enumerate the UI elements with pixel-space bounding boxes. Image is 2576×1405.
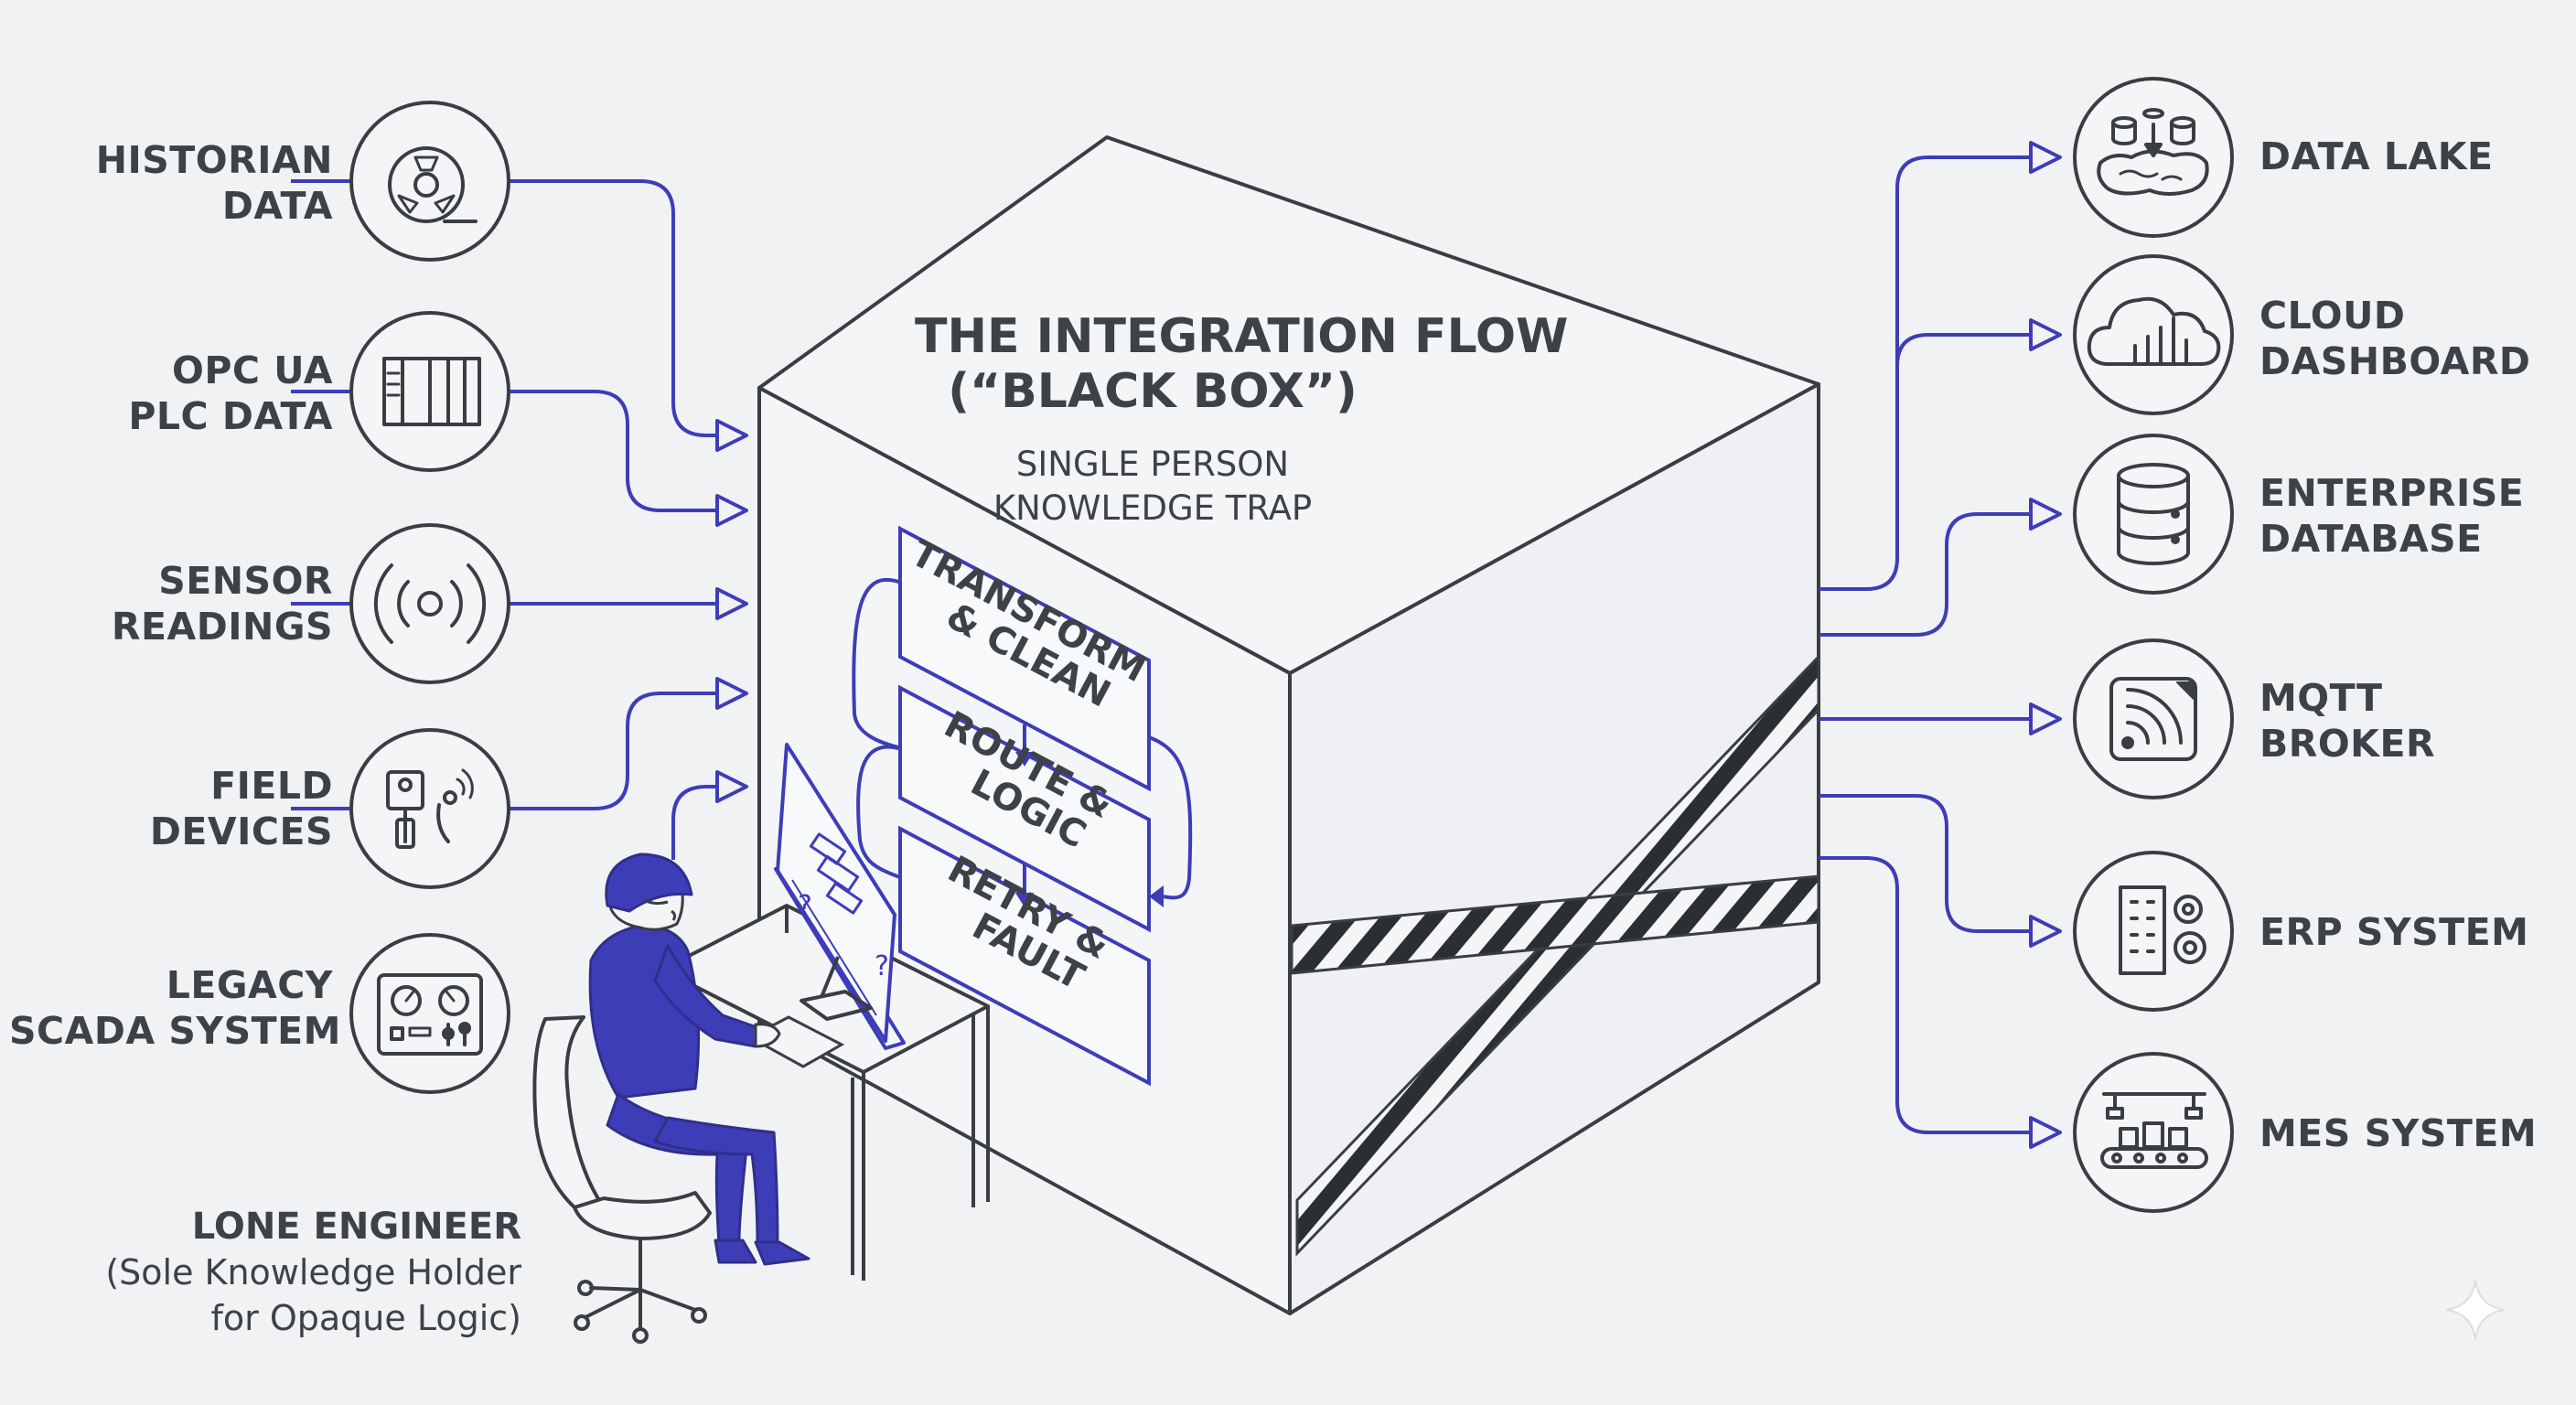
label-sensor-line2: READINGS <box>111 605 333 649</box>
label-mqtt: MQTT BROKER <box>2259 675 2552 767</box>
connector-field <box>291 692 717 810</box>
connector-mes <box>1819 856 2031 1134</box>
office-chair <box>532 1015 712 1344</box>
connector-opc <box>291 390 717 512</box>
label-scada-line1: LEGACY <box>166 963 333 1007</box>
arrowhead-mqtt <box>2029 702 2062 735</box>
broadcast-icon <box>2073 638 2234 799</box>
connector-engineer <box>671 785 717 860</box>
source-icons <box>349 101 510 1094</box>
sparkle-icon <box>2445 1280 2506 1340</box>
signal-waves-icon <box>349 523 510 684</box>
connector-enterprise <box>1819 512 2031 637</box>
box-title: THE INTEGRATION FLOW (“BLACK BOX”) <box>915 309 1569 419</box>
connector-historian <box>291 179 717 437</box>
arrowhead-datalake <box>2029 141 2062 174</box>
box-title-line1: THE INTEGRATION FLOW <box>915 309 1569 364</box>
plc-rack-icon <box>349 311 510 472</box>
label-datalake: DATA LAKE <box>2259 134 2552 179</box>
arrowhead-field <box>715 677 748 710</box>
label-historian: HISTORIAN DATA <box>37 137 333 229</box>
svg-text:?: ? <box>798 890 812 922</box>
input-arrowheads <box>715 419 748 803</box>
label-cloud: CLOUD DASHBOARD <box>2259 293 2552 384</box>
label-datalake-line1: DATA LAKE <box>2259 134 2494 178</box>
label-opc-line1: OPC UA <box>171 349 333 392</box>
arrowhead-historian <box>715 419 748 452</box>
loop-arrow-left-lower <box>856 745 903 880</box>
output-connectors <box>1819 156 2031 1134</box>
output-arrowheads <box>2029 141 2062 1149</box>
arrowhead-opc <box>715 494 748 527</box>
box-subtitle-line2: KNOWLEDGE TRAP <box>993 488 1313 528</box>
connector-erp <box>1819 794 2031 933</box>
label-erp-line1: ERP SYSTEM <box>2259 910 2529 954</box>
label-opc: OPC UA PLC DATA <box>37 348 333 439</box>
arrowhead-cloud <box>2029 318 2062 351</box>
data-lake-icon <box>2073 77 2234 238</box>
engineer-workstation: ? ? <box>532 743 990 1344</box>
box-subtitle-line1: SINGLE PERSON <box>1015 445 1290 484</box>
step-connector-2-head <box>1015 893 1034 907</box>
engineer-figure <box>588 853 810 1266</box>
label-historian-line1: HISTORIAN <box>95 138 333 182</box>
step-box-transform <box>898 525 1151 792</box>
label-sensor: SENSOR READINGS <box>37 558 333 649</box>
film-reel-icon <box>349 101 510 262</box>
step-connector-1-head <box>1015 752 1034 767</box>
svg-text:?: ? <box>875 950 889 982</box>
arrowhead-erp <box>2029 915 2062 948</box>
engineer-desc-line1: (Sole Knowledge Holder <box>105 1252 521 1292</box>
label-opc-line2: PLC DATA <box>128 394 333 438</box>
box-title-line2: (“BLACK BOX”) <box>948 364 1358 419</box>
label-cloud-line1: CLOUD <box>2259 294 2406 338</box>
computer-monitor: ? ? <box>774 743 906 1050</box>
label-erp: ERP SYSTEM <box>2259 909 2552 955</box>
connector-cloud <box>1895 333 2031 384</box>
label-scada: LEGACY SCADA SYSTEM <box>9 962 341 1054</box>
cloud-chart-icon <box>2073 254 2234 415</box>
engineer-desc-line2: for Opaque Logic) <box>210 1298 521 1338</box>
connector-datalake <box>1819 156 2031 591</box>
input-connectors <box>291 179 717 860</box>
label-mqtt-line2: BROKER <box>2259 722 2436 766</box>
label-mes: MES SYSTEM <box>2259 1110 2552 1156</box>
label-enterprise: ENTERPRISE DATABASE <box>2259 470 2552 562</box>
engineer-title: LONE ENGINEER <box>191 1206 521 1248</box>
step-box-retry <box>898 825 1151 1087</box>
building-gears-icon <box>2073 851 2234 1012</box>
label-enterprise-line2: DATABASE <box>2259 517 2483 561</box>
label-scada-line2: SCADA SYSTEM <box>9 1009 341 1053</box>
loop-arrowhead <box>1149 885 1164 907</box>
label-sensor-line1: SENSOR <box>158 559 333 603</box>
label-historian-line2: DATA <box>221 184 333 228</box>
label-mqtt-line1: MQTT <box>2259 676 2383 720</box>
arrowhead-engineer <box>715 770 748 803</box>
hazard-tape-horizontal <box>1290 874 1820 975</box>
hazard-tape-rising <box>1295 653 1820 1257</box>
arrowhead-sensor <box>715 587 748 620</box>
database-icon <box>2073 434 2234 595</box>
loop-arrow-left-upper <box>852 577 905 750</box>
box-subtitle: SINGLE PERSON KNOWLEDGE TRAP <box>970 443 1336 531</box>
label-field-line2: DEVICES <box>149 810 333 853</box>
label-cloud-line2: DASHBOARD <box>2259 339 2531 383</box>
engineer-description: (Sole Knowledge Holder for Opaque Logic) <box>37 1249 521 1341</box>
step-box-route <box>898 684 1151 933</box>
label-enterprise-line1: ENTERPRISE <box>2259 471 2525 515</box>
label-mes-line1: MES SYSTEM <box>2259 1111 2538 1155</box>
control-panel-icon <box>349 933 510 1094</box>
destination-icons <box>2073 77 2234 1213</box>
arrowhead-mes <box>2029 1116 2062 1149</box>
loop-arrow-right <box>1148 735 1193 900</box>
label-field-line1: FIELD <box>210 764 333 808</box>
field-device-icon <box>349 728 510 889</box>
label-field: FIELD DEVICES <box>37 763 333 854</box>
factory-line-icon <box>2073 1052 2234 1213</box>
arrowhead-enterprise <box>2029 498 2062 531</box>
